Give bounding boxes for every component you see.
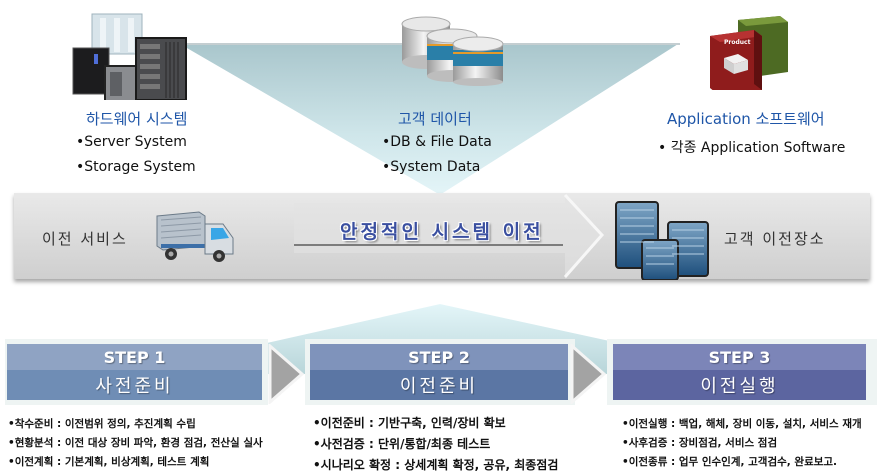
source-item: Storage System	[76, 155, 195, 180]
truck-icon	[155, 210, 237, 262]
banner-center-label: 안정적인 시스템 이전	[340, 221, 544, 243]
source-label-software: Application 소프트웨어	[667, 110, 825, 128]
source-item: Server System	[76, 130, 196, 155]
box-product-text: Product	[724, 39, 751, 46]
step-detail-item: 착수준비 : 이전범위 정의, 추진계획 수립	[8, 415, 263, 434]
step-detail-item: 사전검증 : 단위/통합/최종 테스트	[313, 434, 558, 455]
step-detail-item: 이전실행 : 백업, 해체, 장비 이동, 설치, 서비스 재개	[622, 415, 862, 434]
office-buildings-icon	[612, 196, 716, 281]
source-label-data: 고객 데이터	[398, 110, 472, 128]
step-2-title: 이전준비	[310, 370, 568, 400]
step-detail-item: 시나리오 확정 : 상세계획 확정, 공유, 최종점검	[313, 455, 559, 476]
step-detail-item: 이전준비 : 기반구축, 인력/장비 확보	[313, 413, 558, 434]
step-3-header: STEP 3 이전실행	[613, 344, 866, 400]
step-1-number: STEP 1	[7, 344, 262, 370]
source-list-software: 각종 Application Software	[658, 136, 846, 161]
banner-left-label: 이전 서비스	[42, 230, 128, 248]
step-detail-item: 사후검증 : 장비점검, 서비스 점검	[622, 434, 862, 453]
step-2-details: 이전준비 : 기반구축, 인력/장비 확보 사전검증 : 단위/통합/최종 테스…	[313, 413, 559, 476]
step-arrow-icon	[570, 344, 607, 404]
step-detail-item: 이전계획 : 기본계획, 비상계획, 테스트 계획	[8, 453, 263, 472]
software-box-icon: Product	[708, 14, 792, 96]
step-3-details: 이전실행 : 백업, 해체, 장비 이동, 설치, 서비스 재개 사후검증 : …	[622, 415, 862, 472]
source-label-hardware: 하드웨어 시스템	[86, 110, 188, 128]
step-3-title: 이전실행	[613, 370, 866, 400]
step-3-number: STEP 3	[613, 344, 866, 370]
step-1-title: 사전준비	[7, 370, 262, 400]
step-2-header: STEP 2 이전준비	[310, 344, 568, 400]
step-detail-item: 현황분석 : 이전 대상 장비 파악, 환경 점검, 전산실 실사	[8, 434, 263, 453]
step-1-details: 착수준비 : 이전범위 정의, 추진계획 수립 현황분석 : 이전 대상 장비 …	[8, 415, 263, 472]
step-detail-item: 이전종류 : 업무 인수인계, 고객검수, 완료보고.	[622, 453, 862, 472]
banner-right-label: 고객 이전장소	[724, 230, 826, 248]
source-list-data: DB & File Data System Data	[382, 130, 492, 180]
source-item: System Data	[382, 155, 492, 180]
step-2-number: STEP 2	[310, 344, 568, 370]
source-item: 각종 Application Software	[658, 136, 846, 161]
source-item: DB & File Data	[382, 130, 492, 155]
step-arrow-icon	[268, 344, 305, 404]
step-1-header: STEP 1 사전준비	[7, 344, 262, 400]
database-icon	[400, 16, 510, 86]
banner-arrow-shape	[294, 193, 605, 279]
server-rack-icon	[70, 12, 190, 107]
source-list-hardware: Server System Storage System	[76, 130, 196, 180]
